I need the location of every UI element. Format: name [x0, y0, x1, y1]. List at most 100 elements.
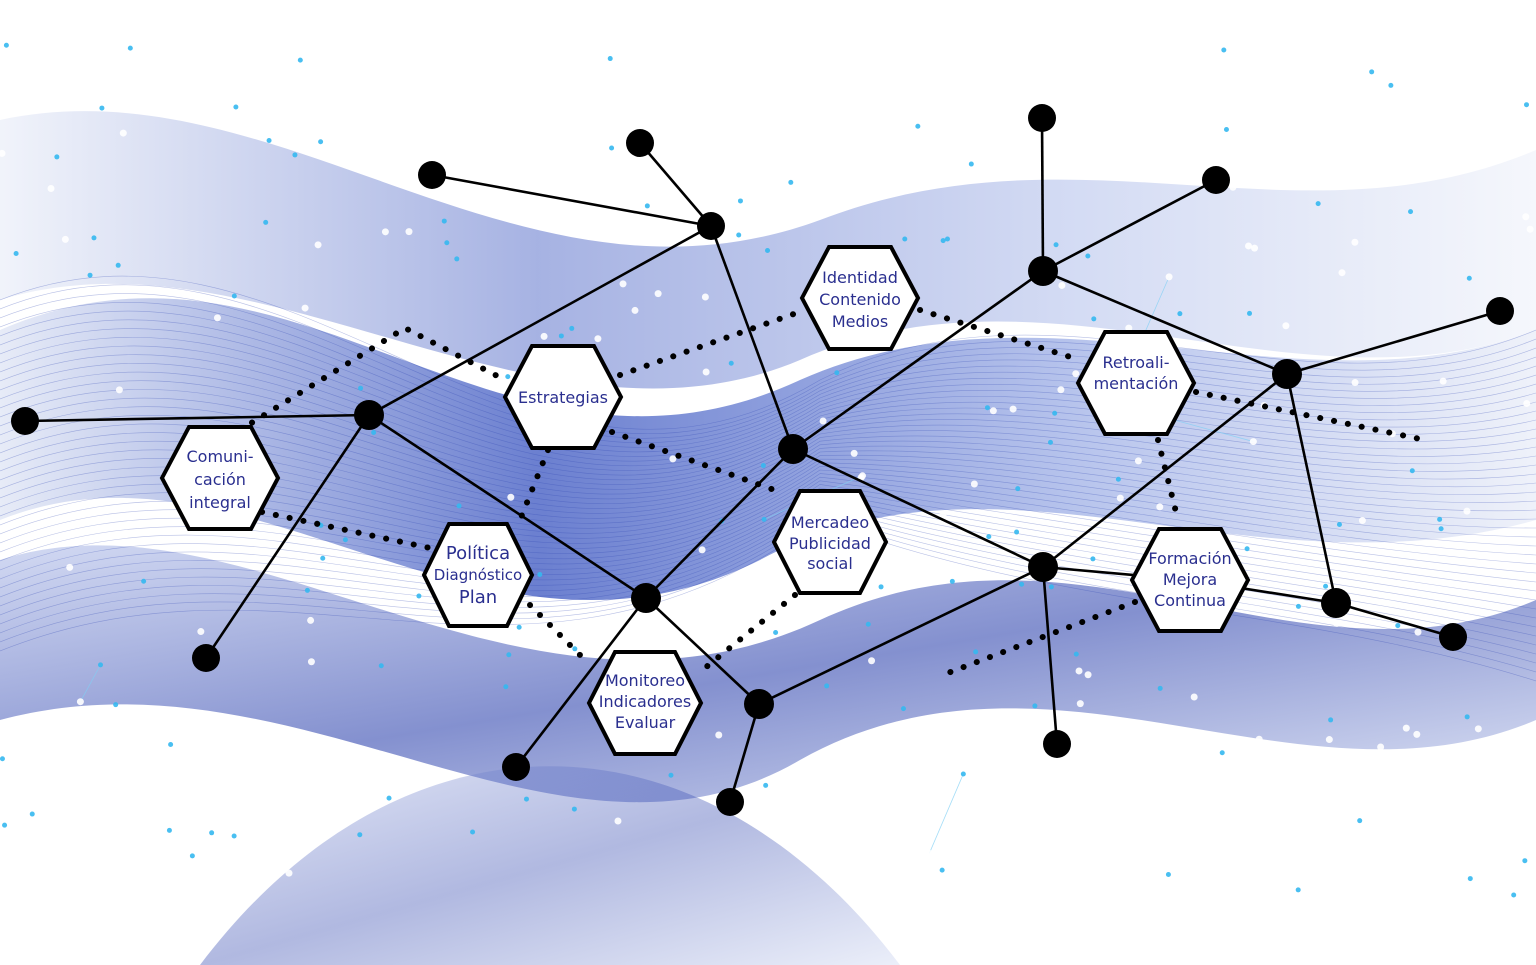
dotted-connector	[937, 599, 1138, 679]
particle	[900, 706, 906, 712]
particle	[99, 105, 105, 111]
particle	[1125, 324, 1133, 332]
particle	[1101, 169, 1109, 177]
particle	[1463, 507, 1471, 515]
hex-retroalimentacion[interactable]: Retroali-mentación	[1075, 330, 1197, 436]
particle	[1464, 714, 1470, 720]
particle	[763, 782, 769, 788]
particle	[1467, 876, 1473, 882]
wave-line	[0, 345, 1536, 467]
particle	[357, 832, 363, 838]
particle	[1223, 127, 1229, 133]
dotted-connector	[1155, 437, 1181, 523]
particle	[1014, 529, 1020, 535]
particle	[1357, 818, 1363, 824]
particle	[970, 480, 978, 488]
particle	[76, 698, 84, 706]
particle	[1413, 730, 1421, 738]
particle	[1402, 724, 1410, 732]
particle	[1150, 146, 1158, 154]
particle	[258, 103, 266, 111]
particle	[819, 417, 827, 425]
particle	[1165, 273, 1173, 281]
particle	[91, 235, 97, 241]
particle	[868, 657, 876, 665]
hex-label-line: Identidad	[822, 268, 898, 287]
edge-line	[368, 224, 712, 417]
particle	[987, 152, 995, 160]
particle	[1090, 556, 1096, 562]
particle	[1217, 791, 1225, 799]
particle	[1397, 817, 1405, 825]
particle	[1113, 817, 1121, 825]
particle	[231, 833, 237, 839]
particle	[444, 240, 450, 246]
wave-line	[0, 328, 1536, 457]
particle	[263, 219, 269, 225]
network-node	[11, 407, 39, 435]
particle	[231, 293, 237, 299]
particle	[1522, 858, 1528, 864]
particle	[301, 62, 309, 70]
svg-text:Estrategias: Estrategias	[518, 388, 608, 407]
hex-label-line: Medios	[832, 312, 888, 331]
hex-label-line: Mejora	[1163, 570, 1217, 589]
particle	[168, 742, 174, 748]
hex-label-line: Estrategias	[518, 388, 608, 407]
network-node	[354, 400, 384, 430]
particle	[1409, 468, 1415, 474]
particle	[865, 621, 871, 627]
particle	[47, 185, 55, 193]
particle	[1177, 311, 1183, 317]
particle	[503, 684, 509, 690]
particle	[631, 115, 639, 123]
particle	[405, 228, 413, 236]
particle	[379, 773, 387, 781]
particle	[1237, 874, 1245, 882]
wave-line	[0, 371, 1536, 481]
particle	[967, 786, 975, 794]
particle	[1180, 863, 1188, 871]
solid-edges	[24, 117, 1501, 803]
particle-link	[80, 664, 101, 702]
network-node	[631, 583, 661, 613]
particle	[1441, 784, 1449, 792]
particle	[506, 652, 512, 658]
dotted-paths	[237, 307, 1428, 679]
particle	[728, 360, 734, 366]
particle	[54, 154, 60, 160]
particle	[1249, 438, 1257, 446]
particle	[1466, 275, 1472, 281]
particle	[669, 455, 677, 463]
particle	[87, 272, 93, 278]
particle	[1190, 693, 1198, 701]
wave-line	[0, 363, 1536, 476]
hex-label-line: Indicadores	[599, 692, 691, 711]
hex-label-line: Política	[446, 543, 510, 564]
particle	[1221, 47, 1227, 53]
particle	[523, 796, 529, 802]
particle	[1073, 651, 1079, 657]
particle	[974, 829, 982, 837]
particle	[13, 251, 19, 257]
network-node	[1028, 104, 1056, 132]
particle	[1015, 486, 1021, 492]
particle	[902, 236, 908, 242]
particle	[1091, 316, 1097, 322]
particle	[1352, 777, 1360, 785]
particle	[386, 795, 392, 801]
particle	[115, 386, 123, 394]
particle	[318, 139, 324, 145]
hex-estrategias[interactable]: Estrategias	[502, 344, 624, 450]
particle	[1439, 377, 1447, 385]
particle	[1047, 439, 1053, 445]
particle	[213, 314, 221, 322]
